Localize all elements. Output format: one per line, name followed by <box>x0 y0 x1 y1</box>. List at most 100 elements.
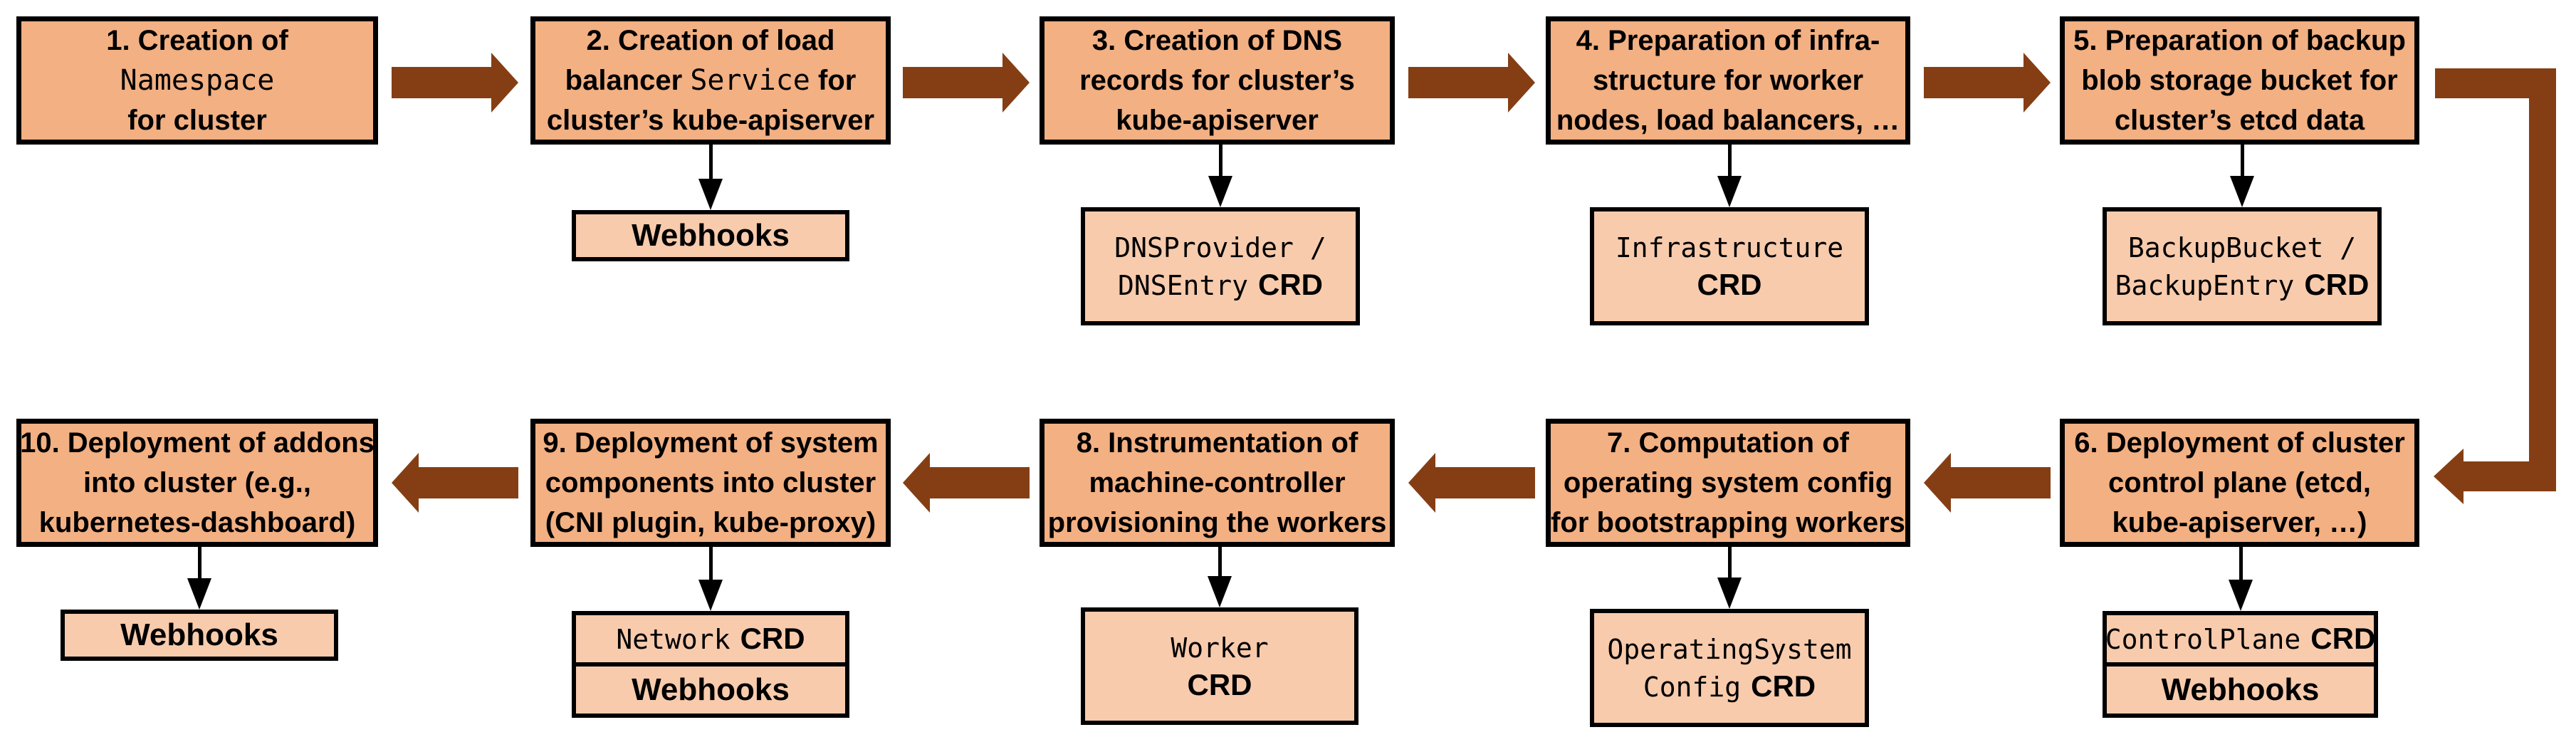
webhooks-row: Webhooks <box>2107 662 2374 714</box>
elbow-arrow-head <box>2434 449 2464 504</box>
flow-arrow-left-icon <box>1924 453 2051 513</box>
arrow-head <box>491 53 518 113</box>
connector-head <box>187 578 211 610</box>
crd-label: CRD <box>2304 267 2370 301</box>
connector-line <box>2241 145 2244 180</box>
step-text-line: structure for worker <box>1592 65 1864 96</box>
connector-line <box>1728 145 1732 180</box>
connector-head <box>698 580 723 611</box>
step-text-line: 3. Creation of DNS <box>1091 25 1343 56</box>
flow-arrow-right-icon <box>1408 53 1535 113</box>
connector-arrow-down-icon <box>1208 547 1232 607</box>
webhooks-row: Webhooks <box>576 662 845 714</box>
arrow-body <box>1951 467 2051 498</box>
crd-text-line: DNSProvider / <box>1114 231 1326 263</box>
crd-text-line: Worker <box>1171 632 1269 664</box>
flow-arrow-right-icon <box>392 53 518 113</box>
step-text-line: for bootstrapping workers <box>1551 507 1905 538</box>
connector-line <box>2239 547 2243 584</box>
step-text-line: components into cluster <box>545 467 876 498</box>
crd-text-line: OperatingSystem <box>1607 633 1852 665</box>
step-text-line: (CNI plugin, kube-proxy) <box>545 507 876 538</box>
step-text-line: blob storage bucket for <box>2081 65 2398 96</box>
crd-label: CRD <box>1697 268 1762 301</box>
flow-arrow-left-icon <box>392 453 518 513</box>
flow-arrow-right-icon <box>903 53 1030 113</box>
arrow-body <box>1435 467 1535 498</box>
step-7-box: 7. Computation of operating system confi… <box>1546 419 1910 547</box>
step-text-line: nodes, load balancers, … <box>1556 105 1900 136</box>
connector-arrow-down-icon <box>698 145 723 210</box>
step-1-box: 1. Creation of Namespace for cluster <box>16 16 378 145</box>
step-8-box: 8. Instrumentation of machine-controller… <box>1040 419 1395 547</box>
arrow-head <box>392 453 419 513</box>
step-text-line: kube-apiserver <box>1116 105 1319 136</box>
connector-head <box>1717 578 1742 609</box>
crd-text-line: CRD <box>1188 667 1252 704</box>
arrow-body <box>419 467 518 498</box>
crd-label: CRD <box>1751 669 1816 703</box>
crd-label: CRD <box>2310 621 2376 655</box>
arrow-head <box>1002 53 1030 113</box>
arrow-body <box>930 467 1030 498</box>
arrow-head <box>1408 453 1435 513</box>
flow-arrow-left-icon <box>1408 453 1535 513</box>
step-6-box: 6. Deployment of cluster control plane (… <box>2060 419 2419 547</box>
step-text-line: 4. Preparation of infra- <box>1576 25 1880 56</box>
arrow-head <box>903 453 930 513</box>
step-4-crd-box: Infrastructure CRD <box>1590 207 1869 325</box>
step-text-line: 6. Deployment of cluster <box>2074 427 2405 459</box>
crd-text-line: CRD <box>1697 266 1762 303</box>
step-text-line: provisioning the workers <box>1047 507 1387 538</box>
step-9-box: 9. Deployment of system components into … <box>530 419 891 547</box>
step-8-crd-box: Worker CRD <box>1081 607 1358 725</box>
connector-head <box>698 179 723 210</box>
crd-text-line: BackupBucket / <box>2127 231 2357 263</box>
step-text-line: control plane (etcd, <box>2108 467 2371 498</box>
arrow-head <box>1924 453 1951 513</box>
connector-head <box>1208 576 1232 607</box>
step-text-line: machine-controller <box>1089 467 1346 498</box>
step-text-line: 7. Computation of <box>1607 427 1849 459</box>
connector-line <box>709 547 713 584</box>
step-text-line: into cluster (e.g., <box>83 467 312 498</box>
connector-head <box>1717 176 1742 207</box>
arrow-body <box>1408 67 1508 98</box>
connector-head <box>1208 176 1232 207</box>
step-text-line: Namespace <box>120 64 275 97</box>
connector-arrow-down-icon <box>187 547 211 610</box>
connector-arrow-down-icon <box>1208 145 1232 207</box>
step-text-line: 8. Instrumentation of <box>1076 427 1358 459</box>
webhooks-label: Webhooks <box>120 617 278 652</box>
connector-line <box>1728 547 1732 582</box>
step-text-line: for cluster <box>127 105 267 136</box>
connector-line <box>709 145 713 183</box>
arrow-head <box>1508 53 1535 113</box>
connector-line <box>1218 547 1222 580</box>
connector-arrow-down-icon <box>2229 547 2253 611</box>
crd-label: CRD <box>740 621 805 655</box>
flow-arrow-right-icon <box>1924 53 2051 113</box>
elbow-vertical-bar <box>2529 68 2556 491</box>
flow-arrow-left-icon <box>903 453 1030 513</box>
step-text-line: 1. Creation of <box>106 25 288 56</box>
arrow-body <box>903 67 1002 98</box>
step-text-line: kube-apiserver, …) <box>2112 507 2367 538</box>
step-2-webhooks-box: Webhooks <box>572 210 849 261</box>
webhooks-label: Webhooks <box>632 218 790 253</box>
step-text-line: 2. Creation of load <box>586 25 835 56</box>
connector-line <box>198 547 201 582</box>
step-text-line: 9. Deployment of system <box>543 427 879 459</box>
connector-arrow-down-icon <box>698 547 723 611</box>
step-10-box: 10. Deployment of addons into cluster (e… <box>16 419 378 547</box>
crd-text-line: Infrastructure <box>1615 232 1844 263</box>
step-text-line: operating system config <box>1563 467 1893 498</box>
